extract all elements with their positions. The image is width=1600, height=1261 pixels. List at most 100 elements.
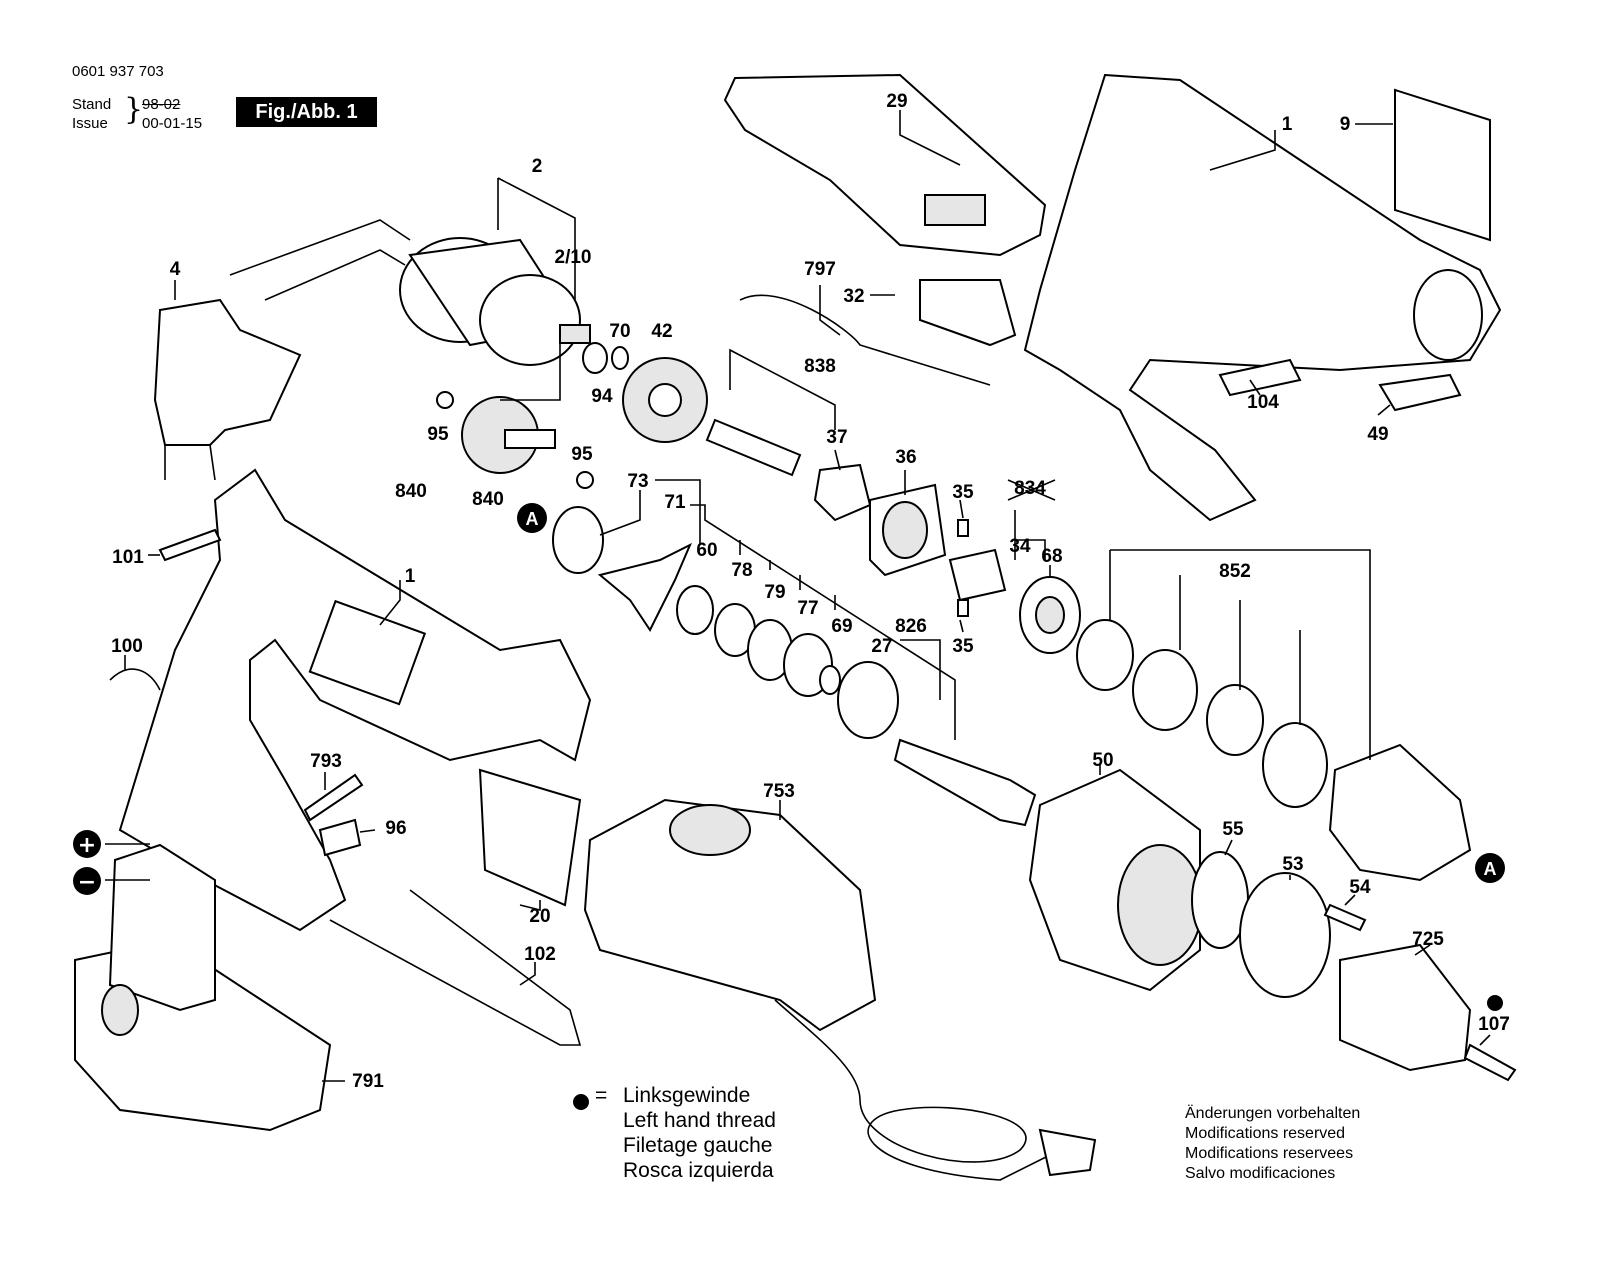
callout-label: 725: [1412, 929, 1444, 950]
legend-line-es: Rosca izquierda: [623, 1159, 774, 1182]
gear-42-hub-shape: [648, 383, 682, 417]
switch-terminals-shape: [164, 444, 216, 481]
callout-label: 791: [352, 1071, 384, 1092]
callout-label: 49: [1367, 424, 1388, 445]
charger-753-slot-shape: [669, 804, 751, 856]
coupling-37-shape: [813, 463, 872, 522]
callout-label: 37: [826, 427, 847, 448]
plate-20-shape: [478, 768, 582, 907]
left-thread-dot-107: [1487, 995, 1503, 1011]
spring-852-shape: [1206, 684, 1264, 756]
motor-shaft-shape: [559, 324, 591, 344]
callout-label: 32: [843, 286, 864, 307]
brace-symbol: }: [124, 92, 144, 127]
callout-label: 1: [405, 566, 416, 587]
latch-49-shape: [1378, 373, 1462, 412]
callout-label: 826: [895, 616, 927, 637]
callout-label: 100: [111, 636, 143, 657]
callout-label: 2: [532, 156, 543, 177]
motor-leads-shape: [229, 219, 411, 301]
marker-a-right: A: [1475, 853, 1505, 883]
housing-852-shape: [1328, 743, 1472, 882]
part-number: 0601 937 703: [72, 63, 164, 80]
callout-label: 42: [651, 321, 672, 342]
minus-marker: −: [73, 867, 101, 895]
marker-a-left: A: [517, 503, 547, 533]
minus-marker-label: −: [78, 870, 96, 895]
callout-label: 60: [696, 540, 717, 561]
callout-label: 27: [871, 636, 892, 657]
clip-100-shape: [109, 668, 161, 691]
screw-107-shape: [1463, 1043, 1517, 1082]
battery-791-grip-shape: [101, 984, 139, 1036]
ring-852b-shape: [1132, 649, 1198, 731]
callout-label: 73: [627, 471, 648, 492]
callout-label: 1: [1282, 114, 1293, 135]
note-line-es: Salvo modificaciones: [1185, 1165, 1336, 1182]
legend-dot-icon: [573, 1094, 589, 1110]
ball-95-shape: [436, 391, 454, 409]
callout-label: 9: [1340, 114, 1351, 135]
ring-852a-shape: [1076, 619, 1134, 691]
ring-73-shape: [552, 506, 604, 574]
callout-label: 20: [529, 906, 550, 927]
note-line-en: Modifications reserved: [1185, 1125, 1346, 1142]
pin-35b-shape: [957, 599, 969, 617]
switch-32-shape: [919, 279, 1017, 347]
bearing-94-shape: [582, 342, 608, 374]
legend-line-en: Left hand thread: [623, 1109, 776, 1132]
chuck-725-shape: [1339, 943, 1472, 1072]
callout-label: 753: [763, 781, 795, 802]
charger-cable-shape: [774, 999, 1061, 1181]
callout-label: 35: [952, 482, 974, 503]
stand-label: Stand: [72, 96, 112, 113]
screw-101-shape: [158, 528, 222, 562]
callout-labels: 1 1 2 2/10 4 9 20 27 29 32 34 35 35 36 3…: [111, 91, 1510, 1092]
housing-right-nose-shape: [1413, 269, 1483, 361]
callout-label: 70: [609, 321, 630, 342]
spindle-34-shape: [948, 548, 1007, 602]
callout-label: 53: [1282, 854, 1303, 875]
callout-label: 797: [804, 259, 836, 280]
callout-label: 71: [664, 492, 686, 513]
callout-label: 68: [1041, 546, 1062, 567]
plus-marker: +: [73, 830, 101, 858]
callout-label: 79: [764, 582, 785, 603]
motor-endcap-shape: [479, 274, 581, 366]
callout-label: 94: [591, 386, 613, 407]
housing-right-shape: [1023, 73, 1502, 522]
callout-label: 838: [804, 356, 836, 377]
marker-a-right-label: A: [1484, 859, 1497, 879]
pin-35-shape: [957, 519, 969, 537]
leader-lines: [105, 110, 1491, 1082]
washer-70-shape: [611, 346, 629, 370]
label-plate-9-shape: [1394, 88, 1491, 242]
wire-102-shape: [329, 889, 582, 1046]
ring-852c-shape: [1262, 722, 1328, 808]
callout-label: 95: [427, 424, 449, 445]
carrier-36-hole-shape: [882, 501, 928, 559]
ring-53-shape: [1239, 872, 1331, 998]
callout-label: 840: [472, 489, 504, 510]
callout-label: 102: [524, 944, 556, 965]
callout-label: 78: [731, 560, 752, 581]
sleeve-50-opening-shape: [1117, 844, 1203, 966]
issue-date: 00-01-15: [142, 115, 203, 132]
callout-label: 2/10: [555, 247, 592, 268]
callout-label: 793: [310, 751, 342, 772]
screw-54-shape: [1323, 903, 1367, 932]
part-71-shape: [597, 542, 692, 632]
note-line-fr: Modifications reservees: [1185, 1145, 1354, 1162]
callout-label: 54: [1349, 877, 1371, 898]
callout-label: 4: [170, 259, 181, 280]
callout-label: 69: [831, 616, 852, 637]
cover-window-shape: [924, 194, 986, 226]
callout-label: 34: [1009, 536, 1031, 557]
gear-840-shaft-shape: [504, 429, 556, 449]
figure-label: Fig./Abb. 1: [236, 97, 377, 127]
plus-marker-label: +: [78, 833, 96, 858]
issue-label: Issue: [72, 115, 108, 132]
note-line-de: Änderungen vorbehalten: [1185, 1105, 1361, 1122]
